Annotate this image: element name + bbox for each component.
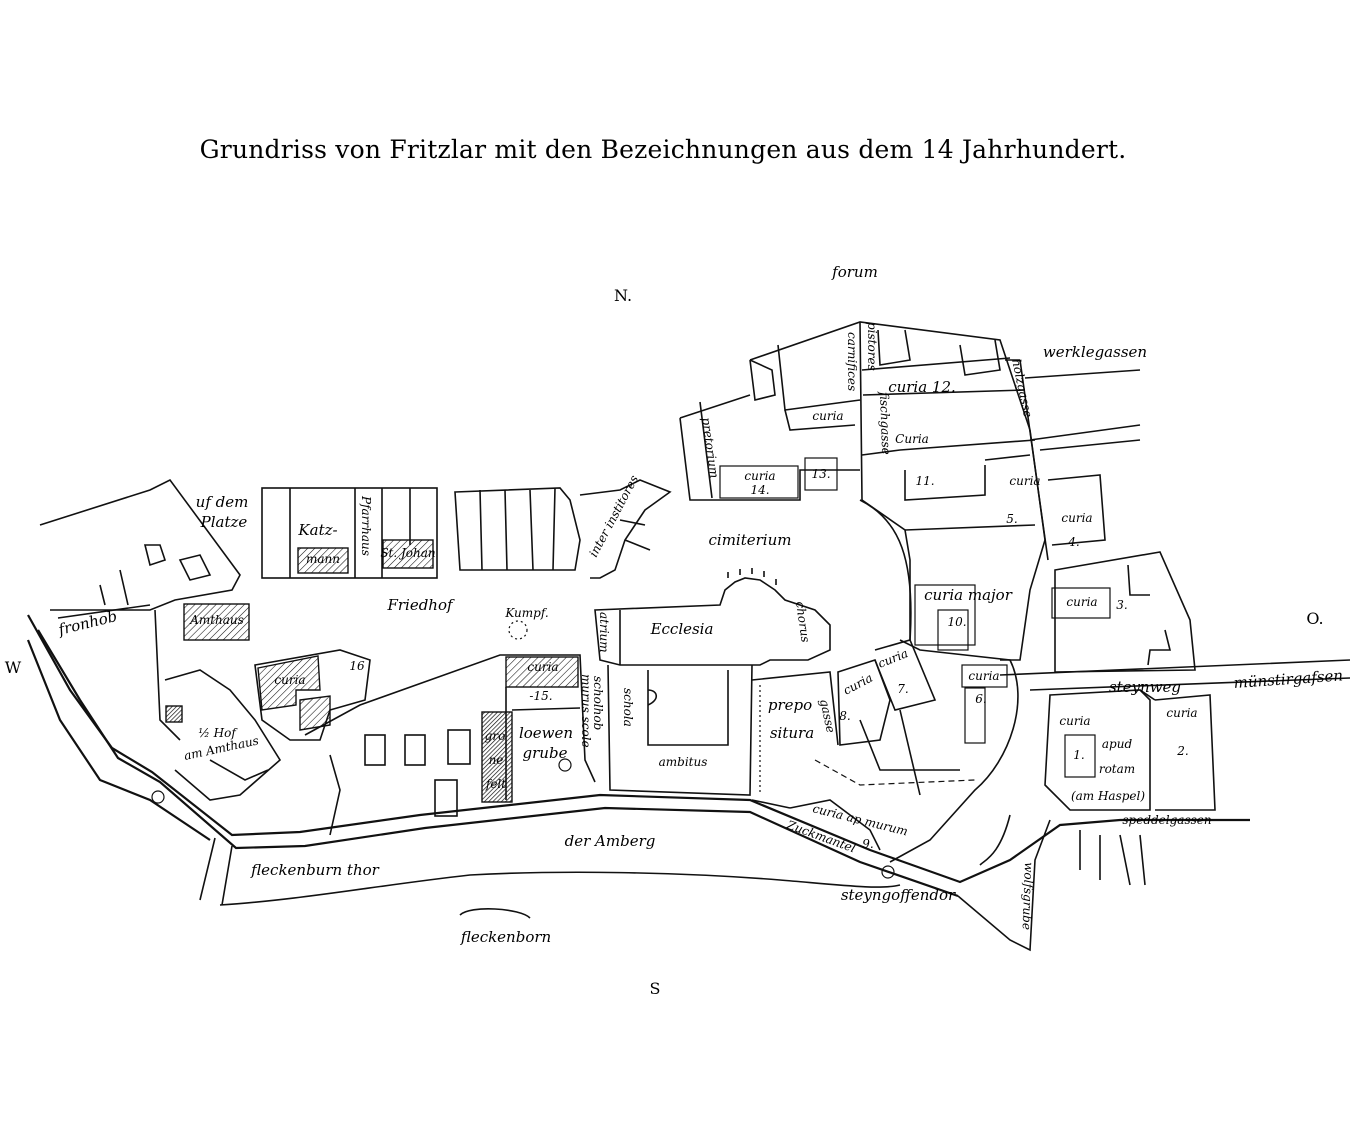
label-scholhob: scholhob [591,676,605,730]
label-num-7: 7. [897,682,908,696]
south-blocks [57,604,596,836]
label-num-5: 5. [1006,512,1017,526]
label-curia-b: Curia [895,432,929,446]
label-ambitus: ambitus [659,755,708,769]
label-st-johan: St. Johan [380,546,435,560]
label-num-11: 11. [915,474,934,488]
label-katz: Katz- [297,521,337,539]
label-wolfsgrube: wolfsgrube [1020,862,1036,930]
label-am-haspel: (am Haspel) [1071,789,1145,803]
label-gro: gro [485,729,506,743]
label-curia-7: curia [876,646,910,671]
label-num-10: 10. [947,615,966,629]
label-num-14: 14. [750,483,769,497]
label-apud: apud [1102,737,1133,751]
label-loewen: loewen [519,724,573,742]
map-title: Grundriss von Fritzlar mit den Bezeichnu… [200,135,1127,164]
label-werklegassen: werklegassen [1043,343,1147,361]
label-friedhof: Friedhof [386,596,455,614]
compass-west: W [5,658,22,677]
label-cimiterium: cimiterium [709,531,792,549]
label-munstirgassen: münstirgafsen [1233,666,1344,692]
label-chorus: chorus [793,600,813,643]
label-curia-4: curia [1061,511,1092,525]
label-inter-institores: inter institores [586,473,641,559]
label-holzgasse: holzgasse [1009,358,1035,419]
label-rotam: rotam [1099,762,1135,776]
label-curia-2: curia [1166,706,1197,720]
label-curia-12: curia 12. [888,378,956,396]
label-curia-6: curia [968,669,999,683]
cimiterium-area [789,499,1019,863]
label-carnifices: carnifices [845,332,859,391]
label-atrium: atrium [597,612,611,653]
label-amthaus: Amthaus [189,613,244,627]
label-curia-15: curia [527,660,558,674]
label-curia-16: curia [274,673,305,687]
label-uf-dem: uf dem [196,493,249,511]
label-curia-a: curia [812,409,843,423]
north-blocks [679,321,1351,886]
label-num-4: 4. [1067,535,1079,549]
compass-south: S [650,979,661,998]
label-felt: felt [485,777,506,791]
label-steyngoffendor: steyngoffendor [841,886,956,904]
label-platze: Platze [200,513,248,531]
label-curia-1: curia [1059,714,1090,728]
label-fronhob: fronhob [56,607,119,639]
church-ecclesia [594,568,839,809]
label-num-8: 8. [839,709,850,723]
label-kumpf: Kumpf. [504,606,548,620]
label-pretorium: pretorium [699,416,721,479]
label-num-6: 6. [975,692,986,706]
compass-north: N. [614,286,632,305]
label-ne: ne [489,753,504,767]
label-pistores: pistores [865,322,879,371]
label-situra: situra [770,724,814,742]
northwest-blocks [39,478,672,801]
label-num-1: 1. [1073,748,1084,762]
label-schola: schola [621,688,635,727]
outside-south [151,790,1051,952]
compass-east: O. [1306,609,1323,628]
label-num-13: 13. [811,467,830,481]
label-steynweg: steynweg [1109,678,1181,696]
label-curia-3: curia [1066,595,1097,609]
label-curia-8: curia [841,671,875,698]
label-grube: grube [523,744,568,762]
label-fischgasse: fischgasse [877,391,893,455]
label-fleckenborn: fleckenborn [460,928,551,946]
label-curia-14: curia [744,469,775,483]
label-mann: mann [306,552,340,566]
label-num-9: 9. [862,837,873,851]
label-num-15: -15. [529,689,552,703]
label-der-amberg: der Amberg [565,832,656,850]
label-num-16: 16 [349,659,365,673]
label-forum: forum [831,263,878,281]
label-fleckenburn-thor: fleckenburn thor [250,861,379,879]
label-curia-c: curia [1009,474,1040,488]
label-num-2: 2. [1176,744,1188,758]
label-ecclesia: Ecclesia [650,620,714,638]
label-speddelgassen: speddelgassen [1122,813,1211,827]
label-pfarrhaus: Pfarrhaus [359,495,373,556]
label-num-3: 3. [1116,598,1127,612]
label-gasse: gasse [817,698,838,734]
label-hof: ½ Hof [198,726,238,740]
label-murus-scole: murus scole [579,674,593,748]
label-prepo: prepo [768,696,812,714]
label-curia-major: curia major [924,586,1013,604]
